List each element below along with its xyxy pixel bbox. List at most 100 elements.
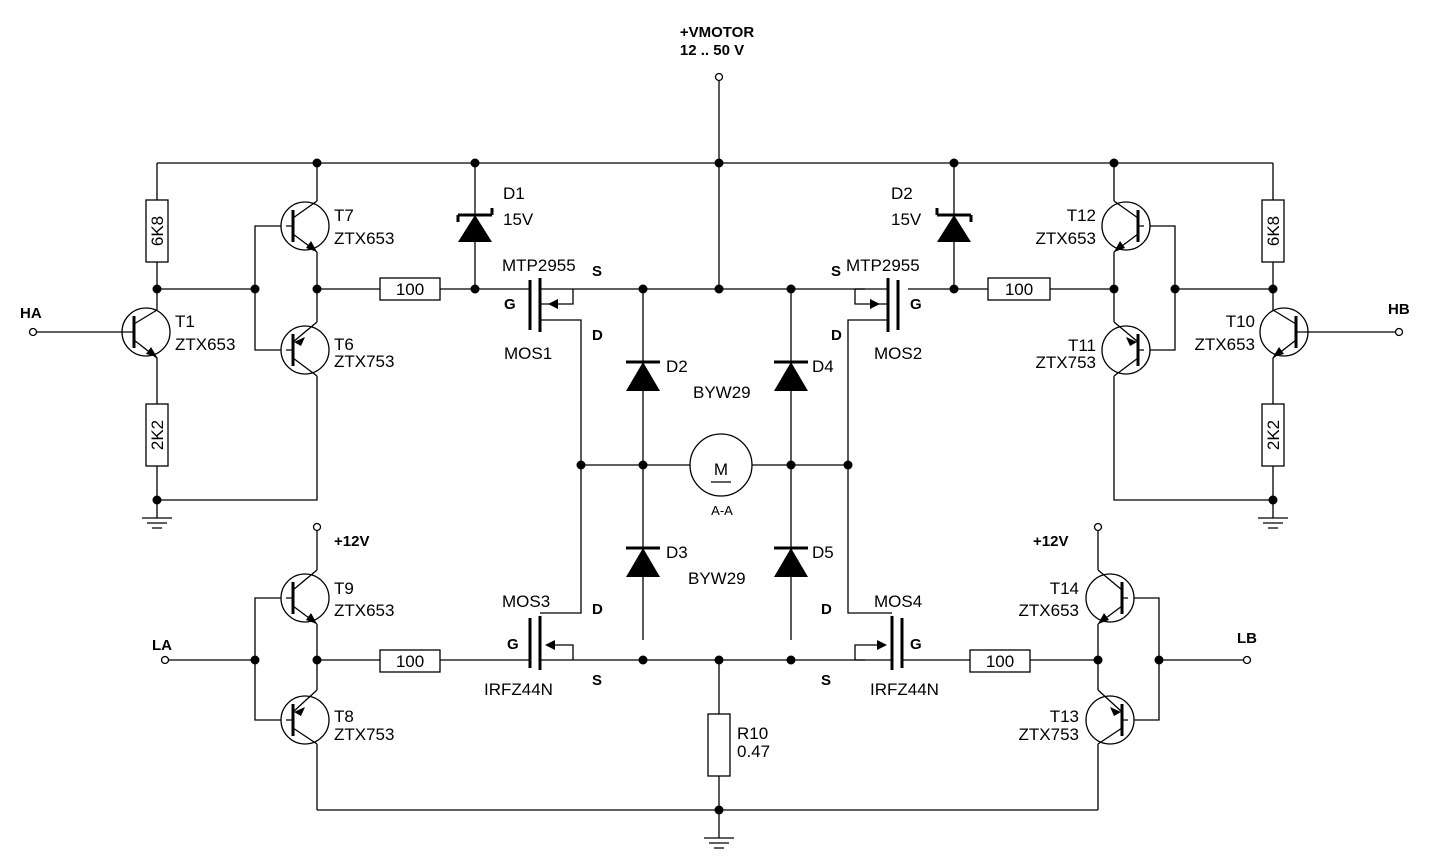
vmotor-label: +VMOTOR bbox=[680, 24, 754, 41]
svg-text:D: D bbox=[831, 327, 842, 344]
svg-text:ZTX653: ZTX653 bbox=[175, 335, 235, 354]
mosfet-mos4 bbox=[854, 612, 904, 670]
resistor-r10 bbox=[707, 713, 731, 777]
diode-d4 bbox=[774, 360, 808, 391]
resistor-100-low-right: 100 bbox=[969, 649, 1031, 673]
motor-label: A-A bbox=[711, 503, 733, 518]
svg-text:0.47: 0.47 bbox=[737, 742, 770, 761]
svg-text:T10: T10 bbox=[1226, 312, 1255, 331]
mosfets bbox=[528, 278, 904, 670]
svg-text:ZTX753: ZTX753 bbox=[1019, 725, 1079, 744]
svg-text:MOS3: MOS3 bbox=[502, 592, 550, 611]
svg-text:100: 100 bbox=[1005, 280, 1033, 299]
svg-text:T12: T12 bbox=[1067, 206, 1096, 225]
svg-text:S: S bbox=[592, 672, 602, 689]
transistor-t13 bbox=[1085, 689, 1135, 745]
transistor-t9 bbox=[280, 569, 330, 625]
motor: M bbox=[689, 433, 753, 497]
svg-text:T7: T7 bbox=[334, 206, 354, 225]
resistor-2k2-left: 2K2 bbox=[145, 403, 169, 467]
svg-text:MOS1: MOS1 bbox=[504, 344, 552, 363]
svg-text:ZTX653: ZTX653 bbox=[1195, 335, 1255, 354]
svg-text:S: S bbox=[592, 263, 602, 280]
transistors bbox=[121, 200, 1309, 745]
transistor-t11 bbox=[1101, 321, 1151, 377]
wires bbox=[34, 80, 1398, 838]
mosfet-mos2 bbox=[854, 278, 900, 332]
svg-text:D2: D2 bbox=[891, 184, 913, 203]
svg-text:D1: D1 bbox=[503, 184, 525, 203]
svg-text:MTP2955: MTP2955 bbox=[502, 256, 576, 275]
diode-d2 bbox=[626, 360, 660, 391]
mosfet-mos1 bbox=[528, 278, 574, 332]
hb-terminal bbox=[1394, 327, 1404, 337]
hb-label: HB bbox=[1388, 301, 1410, 318]
la-label: LA bbox=[152, 637, 172, 654]
terminals bbox=[28, 72, 1404, 665]
svg-text:D: D bbox=[592, 327, 603, 344]
lb-label: LB bbox=[1237, 630, 1257, 647]
transistor-t6 bbox=[280, 321, 330, 377]
svg-text:BYW29: BYW29 bbox=[693, 383, 751, 402]
svg-text:ZTX753: ZTX753 bbox=[334, 725, 394, 744]
svg-text:ZTX653: ZTX653 bbox=[334, 229, 394, 248]
v12-right-label: +12V bbox=[1033, 533, 1068, 550]
svg-text:6K8: 6K8 bbox=[148, 216, 167, 246]
resistor-100-high-right: 100 bbox=[987, 277, 1051, 301]
svg-text:ZTX653: ZTX653 bbox=[1036, 229, 1096, 248]
svg-text:100: 100 bbox=[396, 652, 424, 671]
svg-text:D3: D3 bbox=[666, 543, 688, 562]
svg-text:15V: 15V bbox=[503, 210, 534, 229]
svg-text:ZTX753: ZTX753 bbox=[334, 352, 394, 371]
svg-text:IRFZ44N: IRFZ44N bbox=[484, 680, 553, 699]
svg-text:D: D bbox=[592, 601, 603, 618]
svg-text:100: 100 bbox=[396, 280, 424, 299]
zener-d2 bbox=[935, 208, 973, 242]
v12-left-terminal bbox=[312, 522, 322, 532]
transistor-t8 bbox=[280, 689, 330, 745]
motor-symbol: M bbox=[714, 460, 728, 479]
la-terminal bbox=[160, 655, 170, 665]
vmotor-range: 12 .. 50 V bbox=[680, 42, 744, 59]
svg-text:6K8: 6K8 bbox=[1264, 216, 1283, 246]
svg-text:ZTX653: ZTX653 bbox=[1019, 601, 1079, 620]
svg-text:MTP2955: MTP2955 bbox=[846, 256, 920, 275]
transistor-t1 bbox=[121, 307, 171, 370]
zener-d1 bbox=[456, 208, 494, 242]
svg-text:G: G bbox=[507, 636, 519, 653]
svg-text:T13: T13 bbox=[1050, 707, 1079, 726]
svg-text:2K2: 2K2 bbox=[148, 420, 167, 450]
svg-text:G: G bbox=[910, 296, 922, 313]
svg-text:T1: T1 bbox=[175, 312, 195, 331]
svg-text:MOS4: MOS4 bbox=[874, 592, 922, 611]
vmotor-terminal bbox=[714, 72, 724, 82]
ground-symbols bbox=[142, 517, 1288, 849]
ha-label: HA bbox=[20, 305, 42, 322]
svg-text:T11: T11 bbox=[1068, 336, 1096, 355]
svg-text:T9: T9 bbox=[334, 579, 354, 598]
svg-text:D4: D4 bbox=[812, 357, 834, 376]
mosfet-mos3 bbox=[528, 612, 574, 670]
svg-text:G: G bbox=[504, 296, 516, 313]
svg-text:T6: T6 bbox=[334, 335, 354, 354]
svg-text:R10: R10 bbox=[737, 724, 768, 743]
labels: +VMOTOR 12 .. 50 V HA HB LA LB +12V +12V… bbox=[20, 24, 1410, 761]
lb-terminal bbox=[1242, 655, 1252, 665]
junctions bbox=[152, 158, 1278, 815]
transistor-t14 bbox=[1085, 569, 1135, 625]
svg-text:100: 100 bbox=[986, 652, 1014, 671]
svg-text:BYW29: BYW29 bbox=[688, 569, 746, 588]
resistor-2k2-right: 2K2 bbox=[1261, 403, 1285, 467]
svg-text:T8: T8 bbox=[334, 707, 354, 726]
svg-text:IRFZ44N: IRFZ44N bbox=[870, 680, 939, 699]
resistor-6k8-right: 6K8 bbox=[1261, 199, 1285, 263]
diode-d3 bbox=[626, 546, 660, 577]
resistor-100-low-left: 100 bbox=[379, 649, 441, 673]
svg-text:D2: D2 bbox=[666, 357, 688, 376]
resistor-6k8-left: 6K8 bbox=[145, 199, 169, 263]
transistor-t12 bbox=[1101, 200, 1151, 253]
svg-text:ZTX653: ZTX653 bbox=[334, 601, 394, 620]
svg-text:D: D bbox=[821, 601, 832, 618]
svg-text:G: G bbox=[910, 636, 922, 653]
